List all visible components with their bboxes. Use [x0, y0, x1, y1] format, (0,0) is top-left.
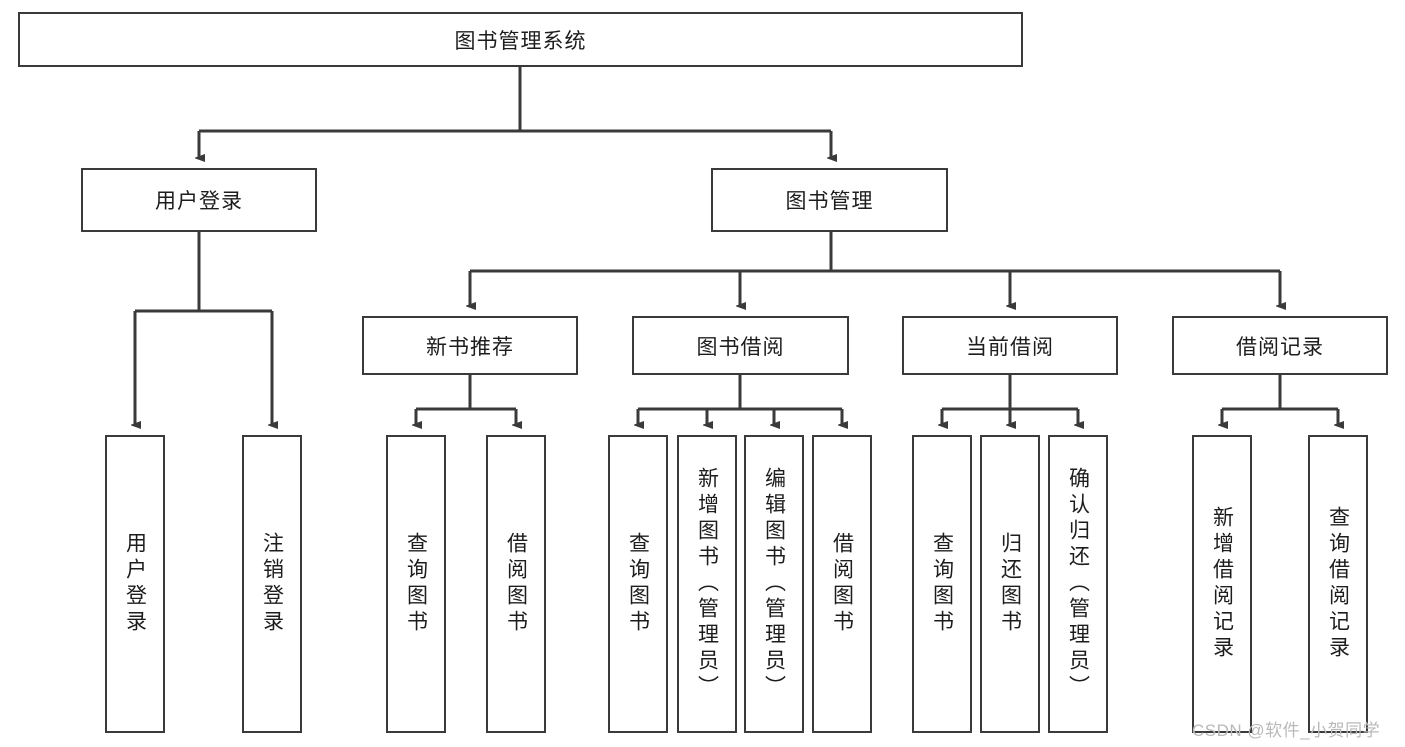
leaf-query-record[interactable]: 查询借阅记录 — [1308, 435, 1368, 733]
leaf-confirm-return-label: 确认归还（管理员） — [1066, 467, 1090, 701]
node-root[interactable]: 图书管理系统 — [18, 12, 1023, 67]
watermark: CSDN @软件_小贺同学 — [1192, 721, 1381, 740]
leaf-query-book-3-label: 查询图书 — [930, 532, 954, 636]
leaf-return-book-label: 归还图书 — [998, 532, 1022, 636]
leaf-logout[interactable]: 注销登录 — [242, 435, 302, 733]
leaf-borrow-book-1-label: 借阅图书 — [504, 532, 528, 636]
leaf-user-login[interactable]: 用户登录 — [105, 435, 165, 733]
leaf-query-book-2-label: 查询图书 — [626, 532, 650, 636]
node-new-book-recommend[interactable]: 新书推荐 — [362, 316, 578, 375]
leaf-borrow-book-1[interactable]: 借阅图书 — [486, 435, 546, 733]
leaf-add-record[interactable]: 新增借阅记录 — [1192, 435, 1252, 733]
leaf-logout-label: 注销登录 — [260, 532, 284, 636]
node-root-label: 图书管理系统 — [454, 29, 587, 53]
leaf-user-login-label: 用户登录 — [123, 532, 147, 636]
leaf-borrow-book-2[interactable]: 借阅图书 — [812, 435, 872, 733]
node-user-login[interactable]: 用户登录 — [81, 168, 317, 232]
node-current-borrow-label: 当前借阅 — [966, 335, 1054, 359]
node-borrow-record[interactable]: 借阅记录 — [1172, 316, 1388, 375]
leaf-query-record-label: 查询借阅记录 — [1326, 506, 1350, 662]
leaf-borrow-book-2-label: 借阅图书 — [830, 532, 854, 636]
node-user-login-label: 用户登录 — [155, 190, 243, 213]
node-book-borrow-label: 图书借阅 — [696, 335, 785, 359]
node-book-management[interactable]: 图书管理 — [711, 168, 948, 232]
leaf-query-book-1-label: 查询图书 — [404, 532, 428, 636]
leaf-add-record-label: 新增借阅记录 — [1210, 506, 1234, 662]
leaf-confirm-return[interactable]: 确认归还（管理员） — [1048, 435, 1108, 733]
leaf-query-book-1[interactable]: 查询图书 — [386, 435, 446, 733]
node-book-borrow[interactable]: 图书借阅 — [632, 316, 849, 375]
leaf-add-book-label: 新增图书（管理员） — [695, 467, 719, 701]
node-borrow-record-label: 借阅记录 — [1236, 335, 1324, 359]
leaf-edit-book-label: 编辑图书（管理员） — [762, 467, 786, 701]
leaf-query-book-3[interactable]: 查询图书 — [912, 435, 972, 733]
leaf-query-book-2[interactable]: 查询图书 — [608, 435, 668, 733]
leaf-add-book[interactable]: 新增图书（管理员） — [677, 435, 737, 733]
leaf-return-book[interactable]: 归还图书 — [980, 435, 1040, 733]
node-book-management-label: 图书管理 — [785, 190, 874, 213]
node-new-book-recommend-label: 新书推荐 — [426, 335, 514, 359]
node-current-borrow[interactable]: 当前借阅 — [902, 316, 1118, 375]
leaf-edit-book[interactable]: 编辑图书（管理员） — [744, 435, 804, 733]
